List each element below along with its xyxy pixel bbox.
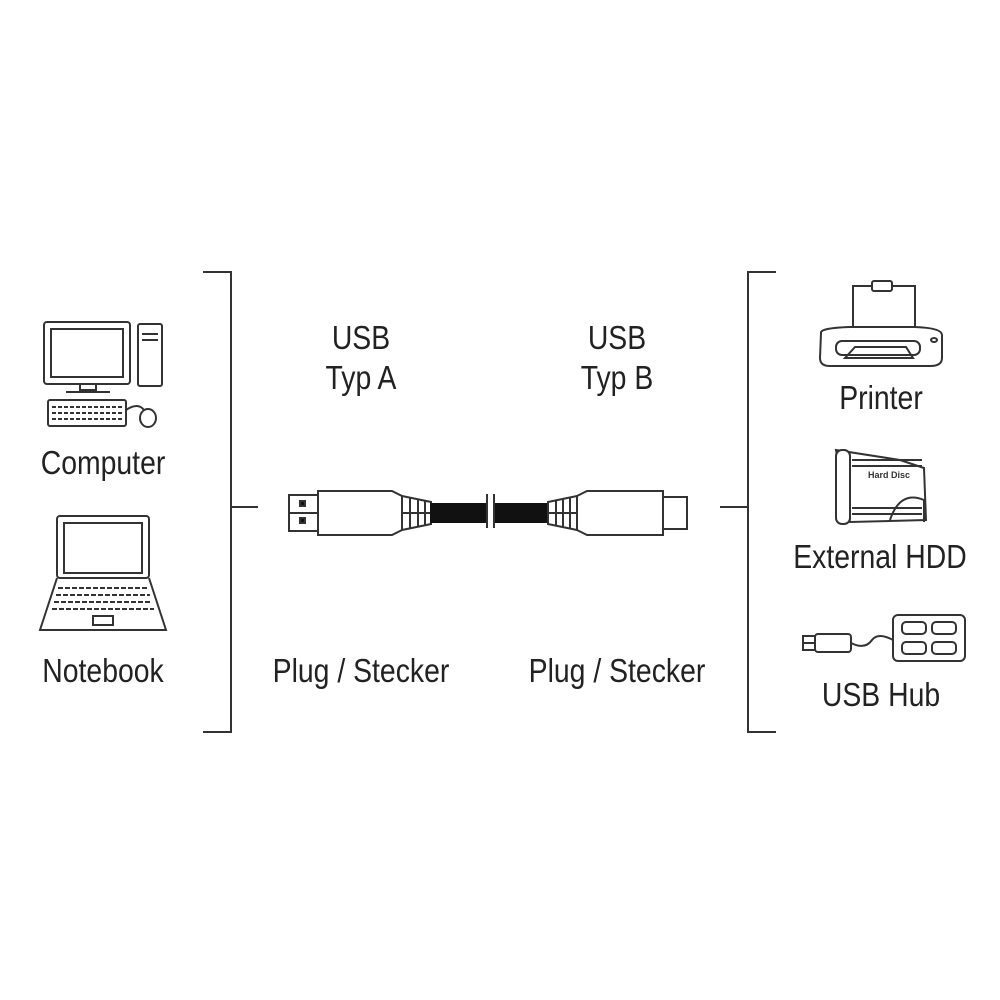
connector-b-line2: Typ B xyxy=(580,359,654,396)
connector-a-plug-label: Plug / Stecker xyxy=(272,652,450,689)
connector-a-line1: USB xyxy=(331,319,391,356)
connector-b-line1: USB xyxy=(587,319,647,356)
external-hdd-icon: Hard Disc xyxy=(834,448,928,525)
printer-icon xyxy=(818,280,943,367)
usb-hub-icon xyxy=(802,614,966,662)
right-bracket xyxy=(720,271,776,733)
connector-a-line2: Typ A xyxy=(325,359,397,396)
connector-b-heading: USB Typ B xyxy=(581,318,654,398)
usb-cable-icon xyxy=(288,490,688,536)
usb-hub-label: USB Hub xyxy=(821,676,941,713)
hdd-icon-label: Hard Disc xyxy=(868,470,910,480)
left-bracket xyxy=(203,271,258,733)
notebook-label: Notebook xyxy=(42,652,164,689)
computer-label: Computer xyxy=(40,444,166,481)
notebook-icon xyxy=(38,515,168,631)
connector-a-heading: USB Typ A xyxy=(325,318,396,398)
computer-icon xyxy=(43,321,163,428)
external-hdd-label: External HDD xyxy=(793,538,967,575)
connector-b-plug-label: Plug / Stecker xyxy=(528,652,706,689)
printer-label: Printer xyxy=(839,379,923,416)
